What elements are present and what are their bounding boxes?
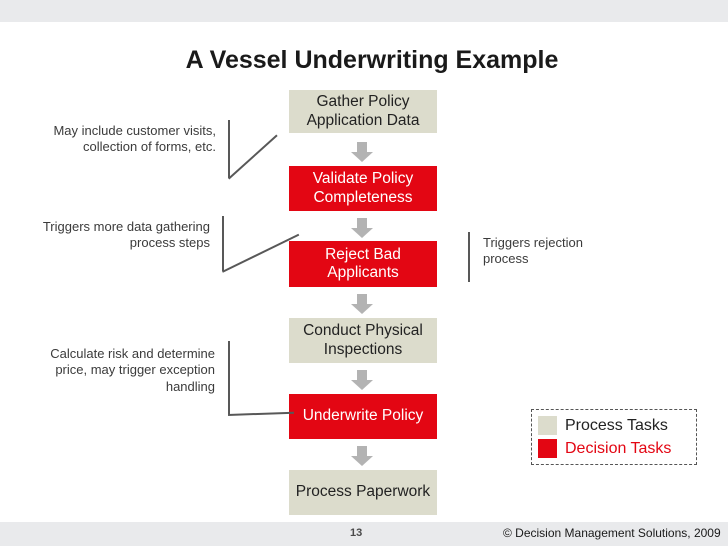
legend-item-decision-tasks: Decision Tasks <box>538 437 690 460</box>
flow-node-underwrite-policy[interactable]: Underwrite Policy <box>289 394 437 439</box>
connector-line-2-vertical <box>222 216 224 271</box>
legend-swatch-decision <box>538 439 557 458</box>
flow-node-gather-policy-application-data[interactable]: Gather Policy Application Data <box>289 90 437 133</box>
legend-swatch-process <box>538 416 557 435</box>
copyright-notice: © Decision Management Solutions, 2009 <box>503 526 721 540</box>
annotation-underwrite-policy: Calculate risk and determine price, may … <box>50 346 215 394</box>
flow-arrow-5 <box>351 446 373 466</box>
top-band <box>0 0 728 22</box>
connector-line-4-vertical <box>468 232 470 282</box>
annotation-gather-policy: May include customer visits, collection … <box>53 123 216 155</box>
connector-line-3-vertical <box>228 341 230 414</box>
flow-node-validate-policy-completeness[interactable]: Validate Policy Completeness <box>289 166 437 211</box>
bottom-band <box>0 522 728 546</box>
flow-arrow-2 <box>351 218 373 238</box>
connector-line-1-vertical <box>228 120 230 178</box>
flow-arrow-3 <box>351 294 373 314</box>
page-title: A Vessel Underwriting Example <box>185 46 559 74</box>
flow-node-conduct-physical-inspections[interactable]: Conduct Physical Inspections <box>289 318 437 363</box>
annotation-validate-policy: Triggers more data gathering process ste… <box>42 219 210 251</box>
annotation-reject-bad-applicants: Triggers rejection process <box>483 235 583 267</box>
connector-line-3-diagonal <box>228 411 295 416</box>
connector-line-1-diagonal <box>228 134 278 180</box>
connector-line-2-diagonal <box>222 233 300 273</box>
flow-node-reject-bad-applicants[interactable]: Reject Bad Applicants <box>289 241 437 287</box>
flow-arrow-4 <box>351 370 373 390</box>
legend: Process Tasks Decision Tasks <box>531 409 697 465</box>
legend-item-process-tasks: Process Tasks <box>538 414 690 437</box>
legend-label-decision: Decision Tasks <box>565 439 672 457</box>
flow-node-process-paperwork[interactable]: Process Paperwork <box>289 470 437 515</box>
flow-arrow-1 <box>351 142 373 162</box>
page-number: 13 <box>350 527 363 539</box>
legend-label-process: Process Tasks <box>565 416 668 434</box>
